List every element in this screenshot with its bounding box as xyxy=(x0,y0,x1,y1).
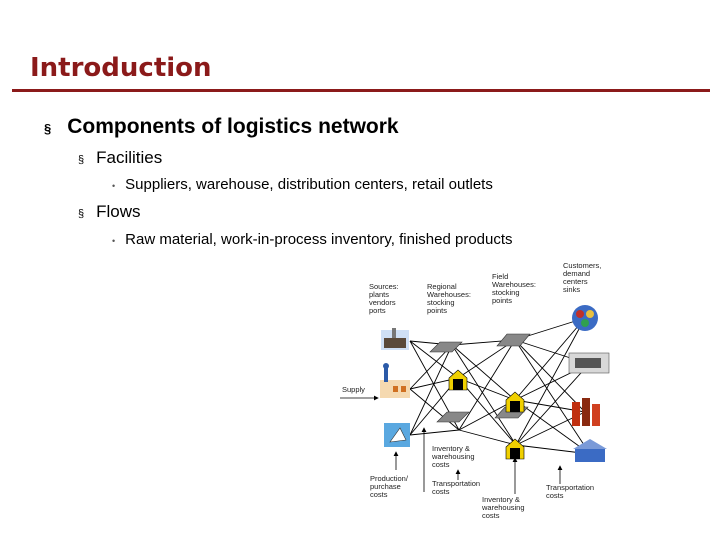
network-links xyxy=(409,317,591,455)
network-link xyxy=(515,363,590,446)
network-link xyxy=(457,377,517,446)
dot-bullet-icon: • xyxy=(112,181,116,191)
network-link xyxy=(409,340,459,379)
section-bullet-icon: § xyxy=(44,121,52,136)
warehouse-icon xyxy=(505,438,525,460)
network-link xyxy=(409,388,460,431)
warehouse-nodes xyxy=(448,369,525,460)
bullet-flows-detail-text: Raw material, work-in-process inventory,… xyxy=(125,231,513,248)
section-bullet-icon: § xyxy=(78,208,85,220)
network-link xyxy=(458,339,516,431)
bullet-flows: § Flows xyxy=(78,202,141,222)
network-link xyxy=(514,339,586,413)
title-divider xyxy=(12,89,710,92)
network-link xyxy=(409,429,460,436)
network-link xyxy=(409,344,453,390)
store-icon xyxy=(568,352,610,374)
bullet-facilities-text: Facilities xyxy=(96,148,163,167)
section-bullet-icon: § xyxy=(78,154,85,166)
network-link xyxy=(514,339,591,455)
network-link xyxy=(515,317,586,446)
network-link xyxy=(458,399,516,431)
house-icon xyxy=(573,439,607,462)
port-icon xyxy=(384,423,410,447)
bullet-main-text: Components of logistics network xyxy=(67,115,399,138)
field-warehouse-icon xyxy=(494,333,531,419)
dot-bullet-icon: • xyxy=(112,236,116,246)
network-link xyxy=(457,377,516,401)
network-link xyxy=(457,339,516,379)
plant-icon xyxy=(381,328,409,350)
network-link xyxy=(451,344,517,446)
bullet-flows-text: Flows xyxy=(96,202,141,221)
bullet-facilities: § Facilities xyxy=(78,148,162,168)
factory-icon xyxy=(380,363,410,398)
regional-warehouse-icon xyxy=(429,341,470,423)
warehouse-icon xyxy=(505,391,525,413)
bullet-main: § Components of logistics network xyxy=(44,115,399,139)
customers-people-icon xyxy=(572,305,598,331)
network-link xyxy=(514,317,586,401)
slide-title: Introduction xyxy=(30,53,212,83)
network-link xyxy=(409,344,453,436)
warehouse-icon xyxy=(448,369,468,391)
bullet-facilities-detail-text: Suppliers, warehouse, distribution cente… xyxy=(125,176,493,193)
network-link xyxy=(514,399,591,455)
flow-arrows xyxy=(340,395,563,494)
network-link xyxy=(451,344,516,401)
network-link xyxy=(458,429,517,446)
label-supply: Supply xyxy=(342,385,365,394)
bullet-flows-detail: • Raw material, work-in-process inventor… xyxy=(112,231,513,248)
city-icon xyxy=(572,398,600,426)
bullet-facilities-detail: • Suppliers, warehouse, distribution cen… xyxy=(112,176,493,193)
